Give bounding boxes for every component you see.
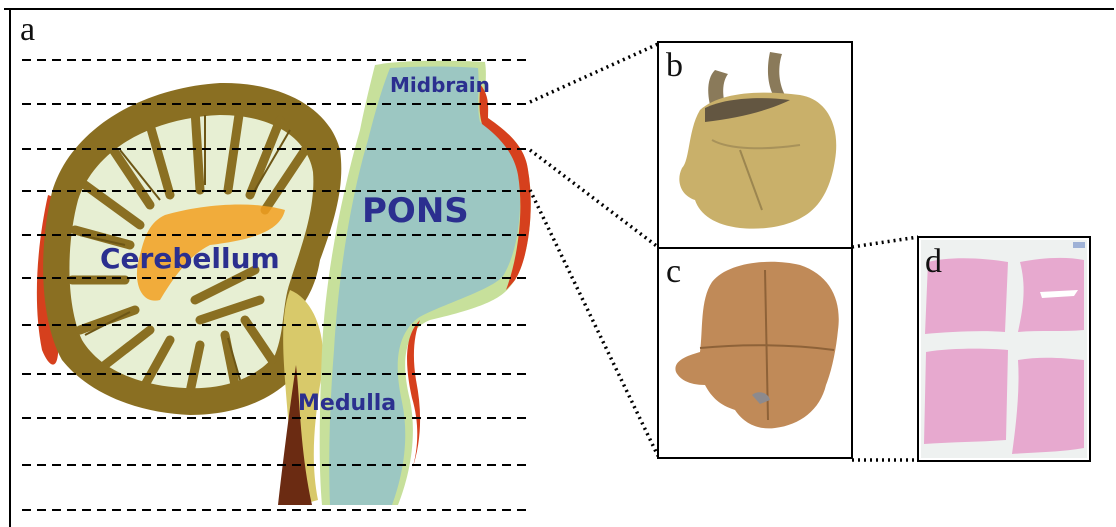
panel-d-letter: d xyxy=(925,243,942,280)
panel-c-letter: c xyxy=(666,253,681,290)
midbrain-label: Midbrain xyxy=(390,73,490,97)
panel-d-histology-slide xyxy=(921,240,1087,458)
cerebellum-label: Cerebellum xyxy=(100,242,280,275)
panel-b-letter: b xyxy=(666,47,683,84)
pons-label: PONS xyxy=(362,191,469,231)
medulla-label: Medulla xyxy=(298,391,396,416)
panel-a-letter: a xyxy=(20,11,35,48)
